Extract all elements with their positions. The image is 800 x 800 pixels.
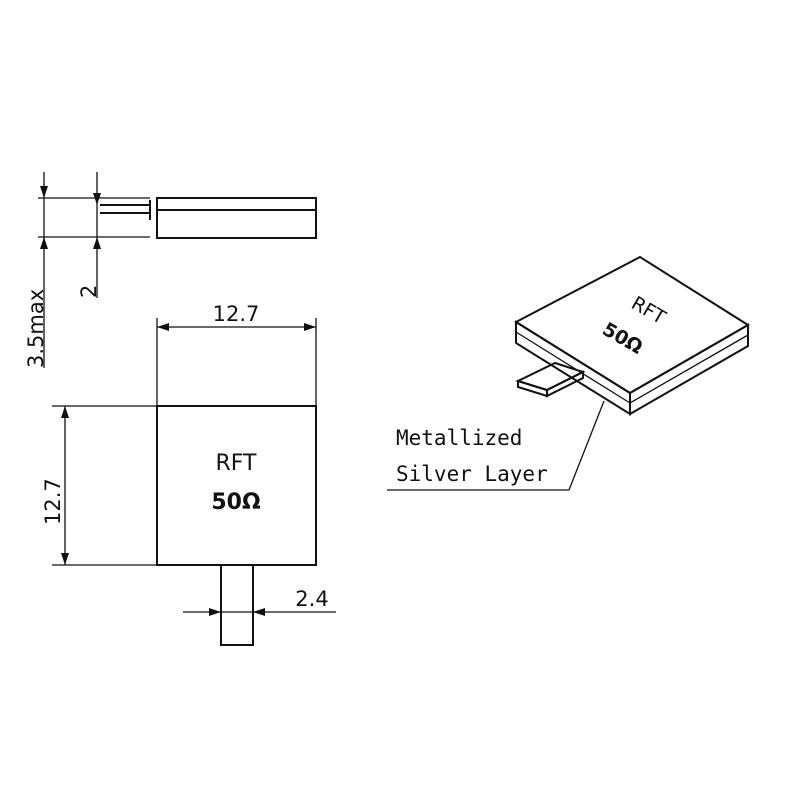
arrow-icon	[40, 237, 48, 249]
arrow-icon	[61, 553, 69, 565]
iso-right-face	[629, 323, 749, 416]
arrow-icon	[40, 186, 48, 198]
iso-resistance-value: 50Ω	[599, 318, 647, 358]
arrow-icon	[157, 323, 169, 331]
side-view-body	[156, 197, 317, 239]
tab-width-label: 2.4	[295, 587, 328, 611]
product-name: RFT	[216, 451, 258, 476]
iso-product-name: RFT	[628, 292, 670, 329]
resistor-tab	[220, 564, 254, 646]
iso-layer-line	[629, 334, 749, 404]
width-label: 12.7	[213, 302, 260, 326]
thickness-label: 3.5max	[24, 289, 48, 368]
iso-tab-edge	[546, 370, 584, 398]
resistance-value: 50Ω	[211, 490, 261, 515]
callout-metallized: Metallized	[396, 426, 522, 450]
leader-line	[387, 400, 605, 491]
top-view: RFT 50Ω 12.7 12.7 2.4	[41, 302, 336, 646]
iso-top-face	[513, 255, 750, 395]
arrow-icon	[209, 608, 221, 616]
arrow-icon	[93, 237, 101, 249]
resistor-body	[156, 405, 317, 566]
isometric-view: RFT 50Ω Metallized Silver Layer	[387, 255, 750, 491]
callout-silver-layer: Silver Layer	[396, 462, 548, 486]
arrow-icon	[253, 608, 265, 616]
arrow-icon	[93, 193, 101, 205]
arrow-icon	[304, 323, 316, 331]
arrow-icon	[61, 406, 69, 418]
substrate-thickness-label: 2	[77, 285, 101, 298]
iso-layer-line	[515, 331, 631, 404]
height-label: 12.7	[41, 478, 65, 525]
iso-tab-edge	[517, 379, 548, 398]
side-view: 3.5max 2	[24, 172, 317, 368]
